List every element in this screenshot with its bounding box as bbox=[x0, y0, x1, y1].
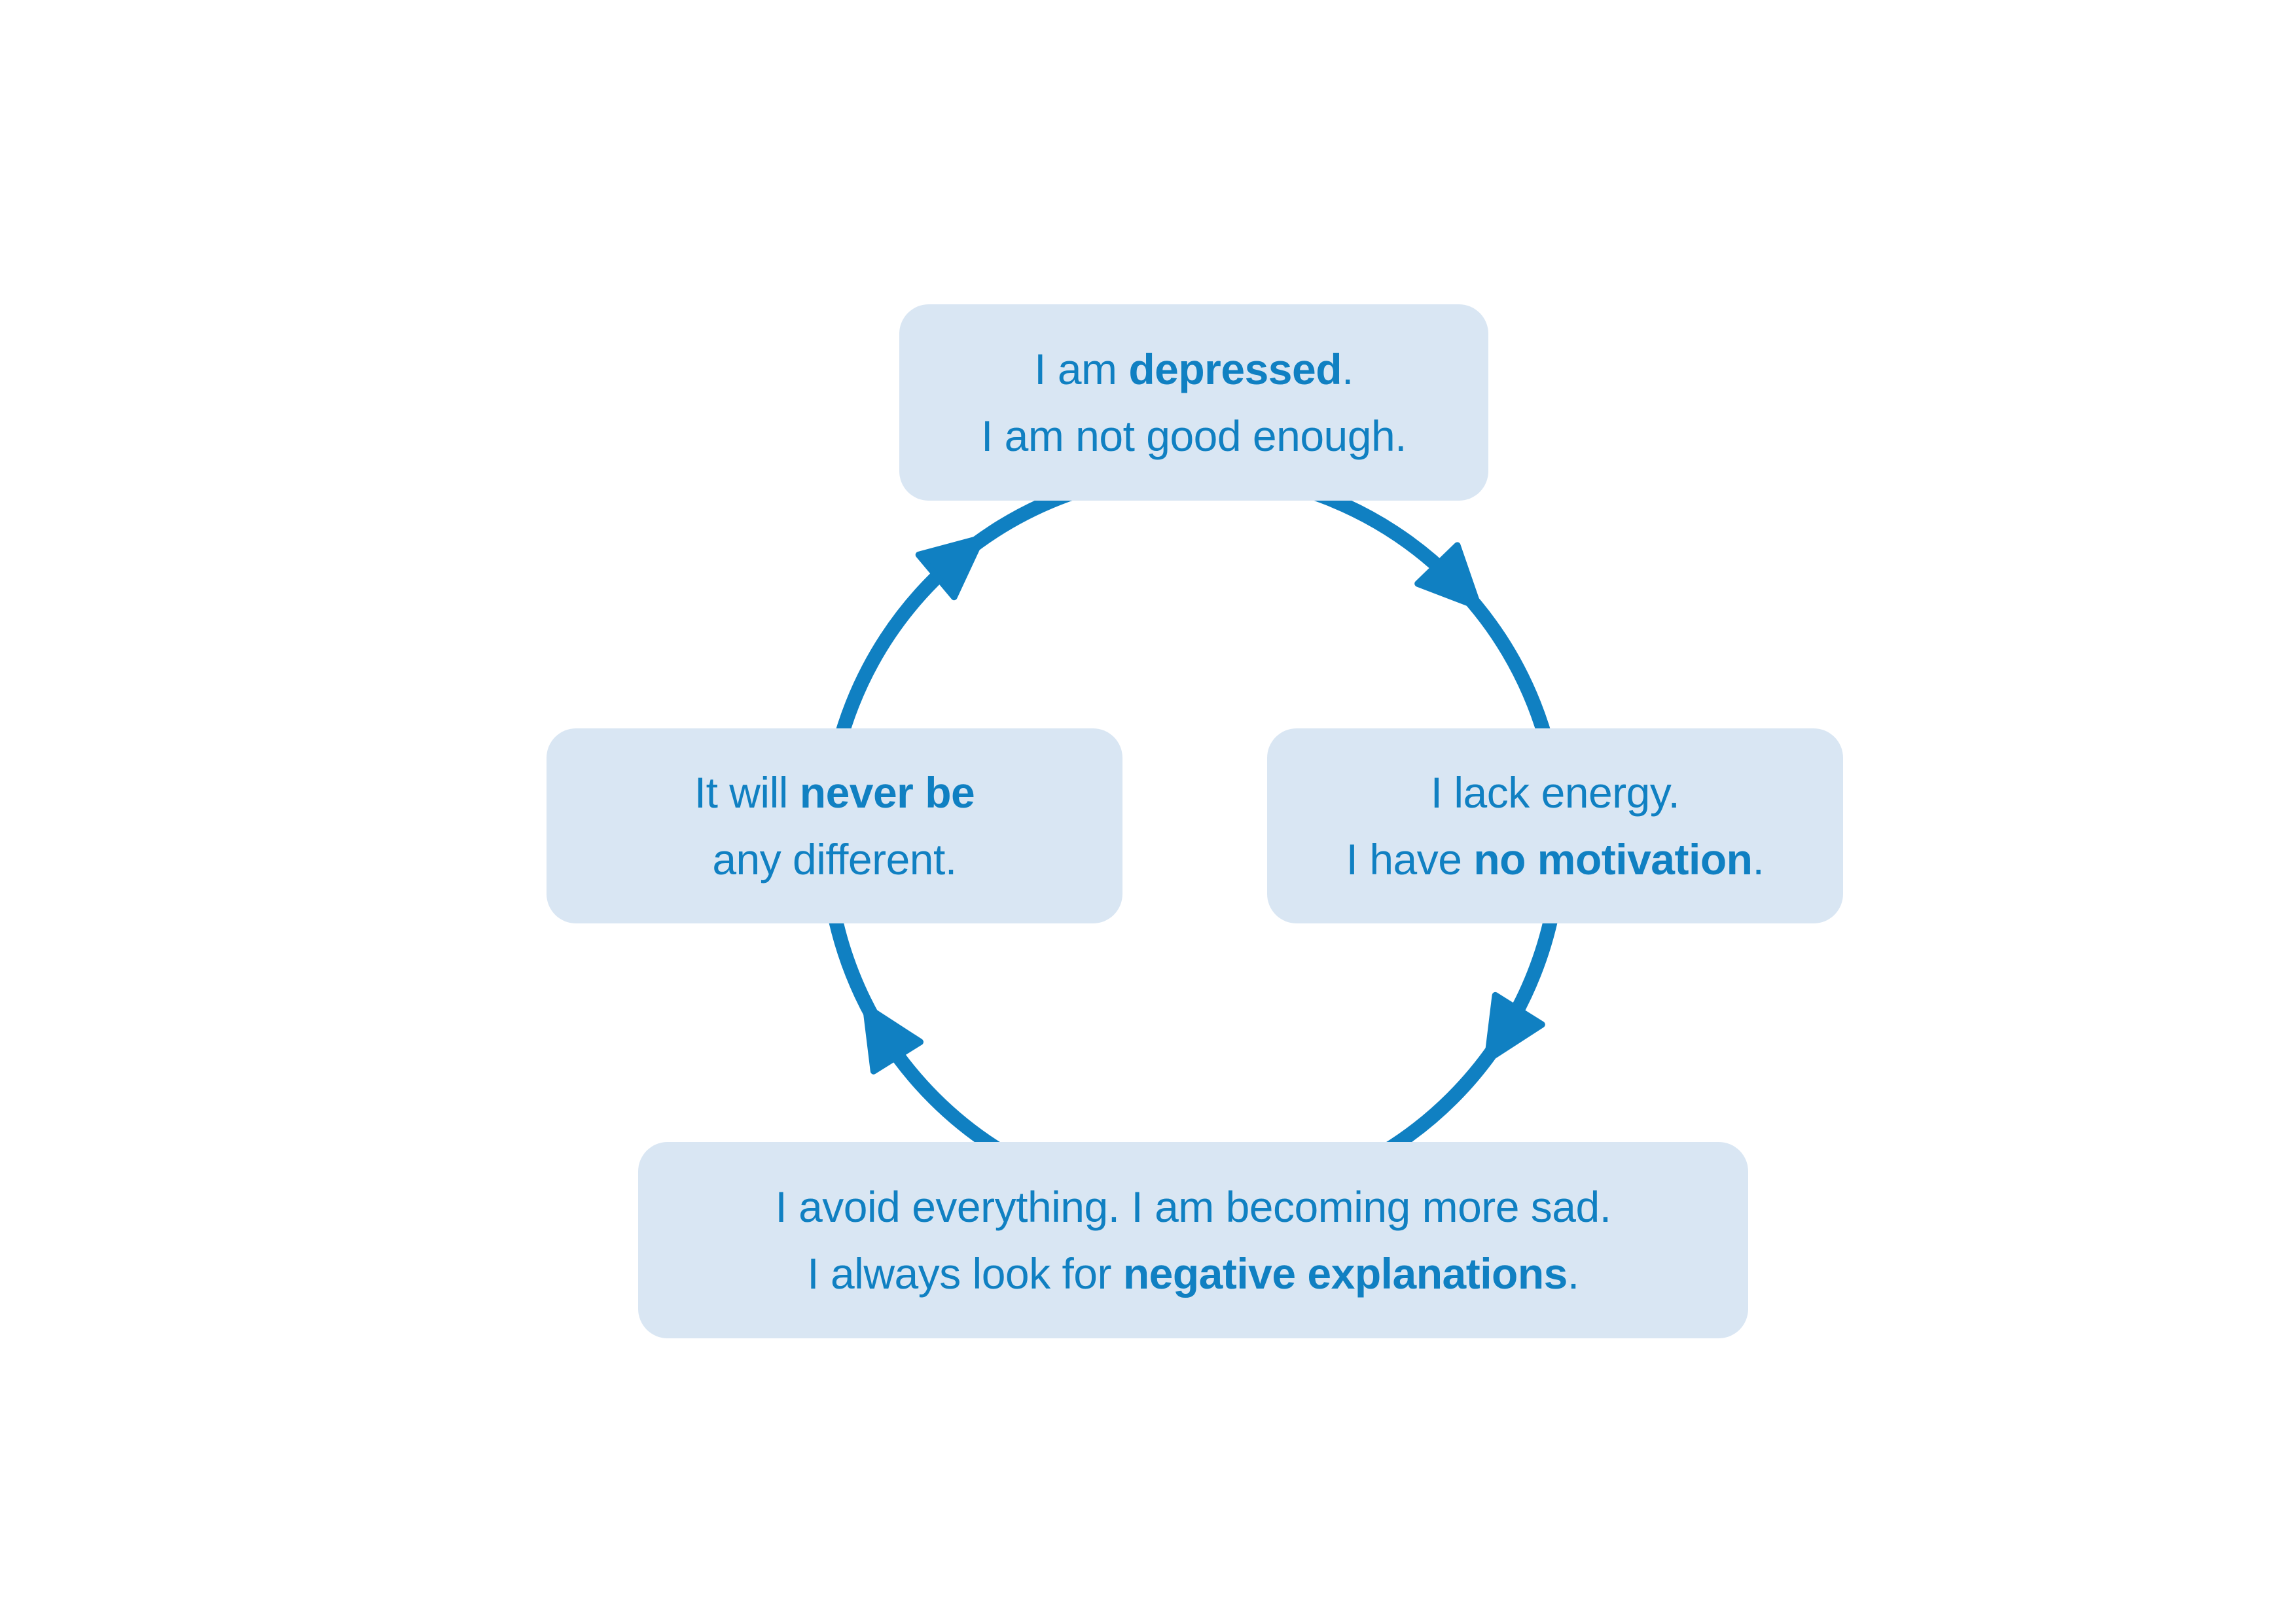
text-segment: . bbox=[1567, 1249, 1579, 1298]
text-segment: I avoid everything. I am becoming more s… bbox=[775, 1183, 1611, 1231]
text-segment-bold: negative explanations bbox=[1122, 1249, 1568, 1298]
text-segment: I am bbox=[1034, 345, 1129, 393]
text-segment: I always look for bbox=[807, 1249, 1123, 1298]
text-segment: . bbox=[1752, 835, 1765, 883]
thought-line: any different. bbox=[712, 826, 957, 893]
thought-line: I always look for negative explanations. bbox=[807, 1240, 1579, 1307]
thought-box-no-motivation: I lack energy. I have no motivation. bbox=[1267, 728, 1843, 923]
thought-line: It will never be bbox=[694, 759, 975, 826]
text-segment: I have bbox=[1346, 835, 1474, 883]
arrow-top-to-right-icon bbox=[1414, 542, 1482, 611]
thought-box-depressed: I am depressed. I am not good enough. bbox=[899, 304, 1488, 501]
thought-line: I lack energy. bbox=[1431, 759, 1680, 826]
arrow-left-to-top-icon bbox=[915, 535, 985, 601]
text-segment: . bbox=[1342, 345, 1354, 393]
text-segment: It will bbox=[694, 768, 800, 817]
text-segment-bold: no motivation bbox=[1473, 835, 1753, 883]
thought-line: I am not good enough. bbox=[981, 402, 1407, 469]
text-segment-bold: never be bbox=[799, 768, 975, 817]
thought-line: I avoid everything. I am becoming more s… bbox=[775, 1173, 1611, 1240]
text-segment: any different. bbox=[712, 835, 957, 883]
thought-line: I have no motivation. bbox=[1346, 826, 1765, 893]
text-segment: I lack energy. bbox=[1430, 768, 1680, 817]
text-segment: I am not good enough. bbox=[980, 412, 1407, 460]
thought-line: I am depressed. bbox=[1034, 336, 1354, 402]
thought-box-avoidance: I avoid everything. I am becoming more s… bbox=[638, 1142, 1748, 1338]
thought-box-never-different: It will never be any different. bbox=[547, 728, 1122, 923]
arrow-right-to-bottom-icon bbox=[1484, 991, 1545, 1063]
text-segment-bold: depressed bbox=[1128, 345, 1342, 393]
arrow-bottom-to-left-icon bbox=[862, 1003, 924, 1075]
